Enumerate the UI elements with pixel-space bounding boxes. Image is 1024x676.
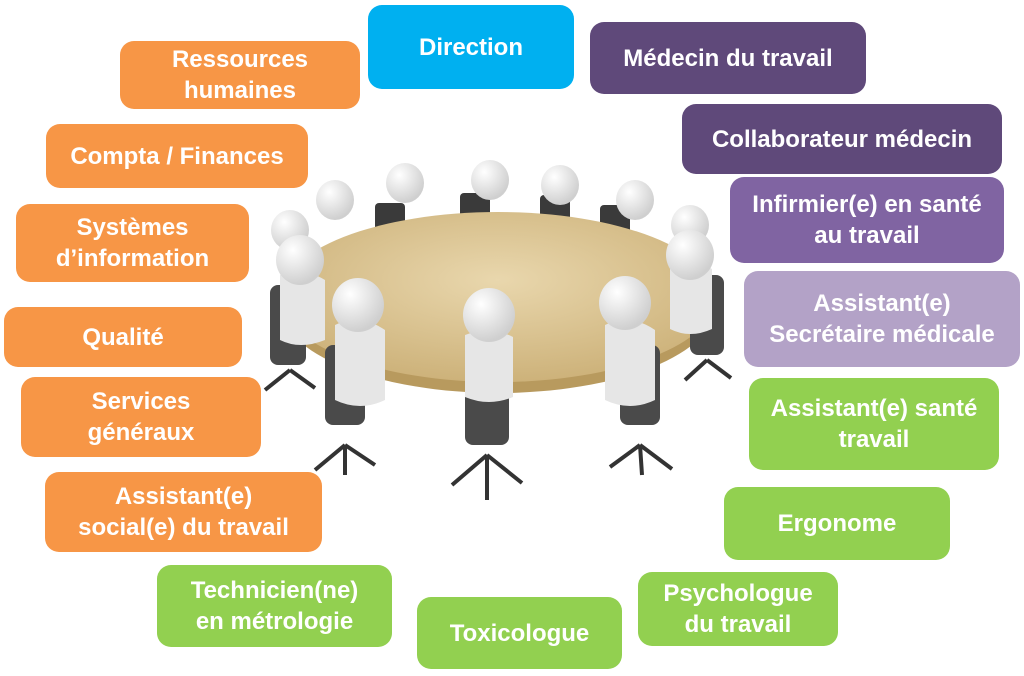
meeting-table-illustration xyxy=(263,160,733,500)
role-infirmier: Infirmier(e) en santé au travail xyxy=(730,177,1004,263)
role-compta-finances: Compta / Finances xyxy=(46,124,308,188)
role-psychologue: Psychologue du travail xyxy=(638,572,838,646)
role-technicien-metrologie: Technicien(ne) en métrologie xyxy=(157,565,392,647)
role-medecin-travail: Médecin du travail xyxy=(590,22,866,94)
role-collaborateur-medecin: Collaborateur médecin xyxy=(682,104,1002,174)
role-assistant-sante: Assistant(e) santé travail xyxy=(749,378,999,470)
role-direction: Direction xyxy=(368,5,574,89)
role-ergonome: Ergonome xyxy=(724,487,950,560)
front-figures xyxy=(276,230,714,406)
role-ressources-humaines: Ressources humaines xyxy=(120,41,360,109)
role-assistant-social: Assistant(e) social(e) du travail xyxy=(45,472,322,552)
role-services-generaux: Services généraux xyxy=(21,377,261,457)
role-qualite: Qualité xyxy=(4,307,242,367)
chair-bases xyxy=(263,358,733,500)
role-systemes-information: Systèmes d’information xyxy=(16,204,249,282)
role-toxicologue: Toxicologue xyxy=(417,597,622,669)
role-assistant-secretaire: Assistant(e) Secrétaire médicale xyxy=(744,271,1020,367)
